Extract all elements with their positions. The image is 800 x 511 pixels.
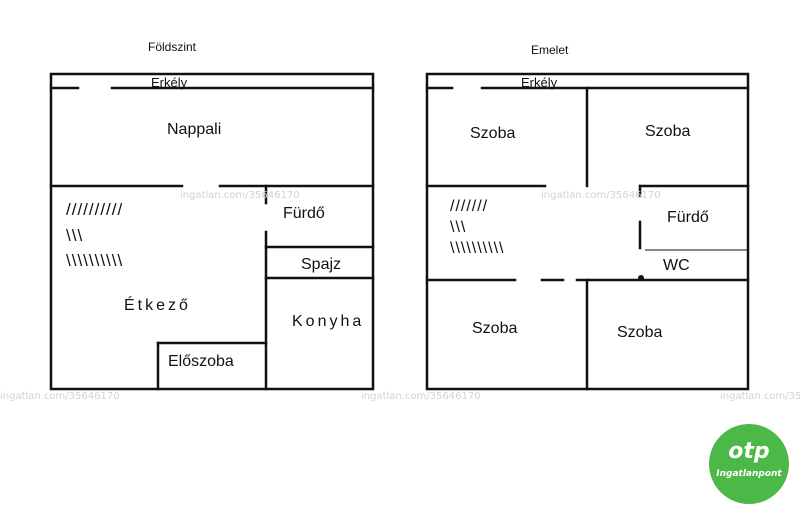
logo-subtitle: Ingatlanpont bbox=[716, 469, 782, 479]
ground-floor-title: Földszint bbox=[148, 40, 197, 54]
ground-stair-hatch-3: \\\\\\\\\\ bbox=[66, 251, 124, 270]
upper-wall-junction bbox=[638, 275, 644, 281]
room-bottom-left-label: Szoba bbox=[472, 320, 518, 337]
watermark-2: ingatlan.com/35646170 bbox=[541, 190, 661, 201]
living-room-label: Nappali bbox=[167, 121, 222, 138]
ground-stair-hatch-1: ////////// bbox=[66, 200, 124, 219]
upper-stair-hatch-3: \\\\\\\\\\ bbox=[450, 240, 505, 257]
watermark-1: ingatlan.com/35646170 bbox=[180, 190, 300, 201]
upper-balcony-label: Erkély bbox=[521, 75, 558, 90]
room-top-left-label: Szoba bbox=[470, 125, 516, 142]
ground-balcony-label: Erkély bbox=[151, 75, 188, 90]
upper-stair-hatch-1: /////// bbox=[450, 198, 489, 215]
room-top-right-label: Szoba bbox=[645, 123, 691, 140]
watermark-3: ingatlan.com/35646170 bbox=[0, 391, 120, 402]
dining-label: Étkező bbox=[124, 297, 191, 314]
logo-brand-text: otp bbox=[728, 439, 770, 464]
ground-stair-hatch-2: \\\ bbox=[66, 226, 84, 245]
ground-bathroom-label: Fürdő bbox=[283, 205, 325, 222]
upper-floor-walls bbox=[425, 72, 750, 391]
otp-ingatlanpont-logo: otp Ingatlanpont bbox=[709, 424, 789, 504]
upper-stair-hatch-2: \\\ bbox=[450, 219, 467, 236]
watermark-5: ingatlan.com/35646170 bbox=[720, 391, 800, 402]
wc-label: WC bbox=[663, 257, 690, 274]
hall-label: Előszoba bbox=[168, 353, 234, 370]
kitchen-label: Konyha bbox=[292, 313, 365, 330]
room-bottom-right-label: Szoba bbox=[617, 324, 663, 341]
upper-floor-title: Emelet bbox=[531, 43, 569, 57]
watermark-4: ingatlan.com/35646170 bbox=[361, 391, 481, 402]
pantry-label: Spajz bbox=[301, 256, 342, 273]
ground-floor-walls bbox=[49, 72, 375, 391]
upper-bathroom-label: Fürdő bbox=[667, 209, 709, 226]
